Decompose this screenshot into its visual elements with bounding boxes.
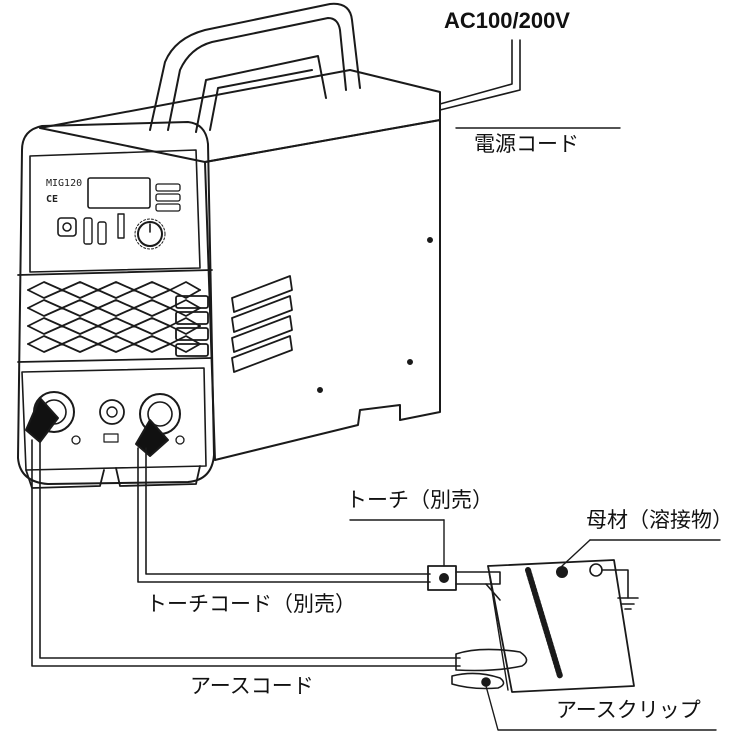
lcd-display (87, 177, 151, 209)
earth-clip (451, 648, 717, 731)
torch-plug (135, 419, 169, 457)
cert-marking: CE (46, 194, 59, 205)
earth-cord-label: アースコード (190, 674, 314, 698)
torch-label: トーチ（別売） (346, 488, 493, 512)
cabinet-top (39, 69, 441, 163)
earth-cord (31, 439, 461, 667)
power-switch (57, 217, 77, 237)
welding-machine (17, 2, 441, 489)
mode-switch-1 (83, 217, 93, 245)
side-vents (231, 275, 293, 373)
earth-clip-label: アースクリップ (556, 698, 701, 722)
torch-cord (137, 447, 431, 583)
carry-handle (149, 2, 361, 133)
euro-connector (99, 399, 125, 425)
power-spec-label: AC100/200V (444, 8, 570, 33)
power-cord (439, 39, 621, 129)
earth-plug (25, 397, 59, 443)
cabinet-side (204, 119, 441, 461)
front-grille (17, 269, 213, 363)
mode-switch-2 (97, 221, 107, 245)
torch-cord-label: トーチコード（別売） (146, 592, 356, 616)
current-knob (134, 218, 166, 250)
base-material-label: 母材（溶接物） (586, 508, 733, 532)
power-cord-label: 電源コード (474, 132, 579, 156)
model-marking: MIG120 (46, 178, 83, 189)
base-material (487, 539, 721, 693)
torch (349, 519, 501, 601)
